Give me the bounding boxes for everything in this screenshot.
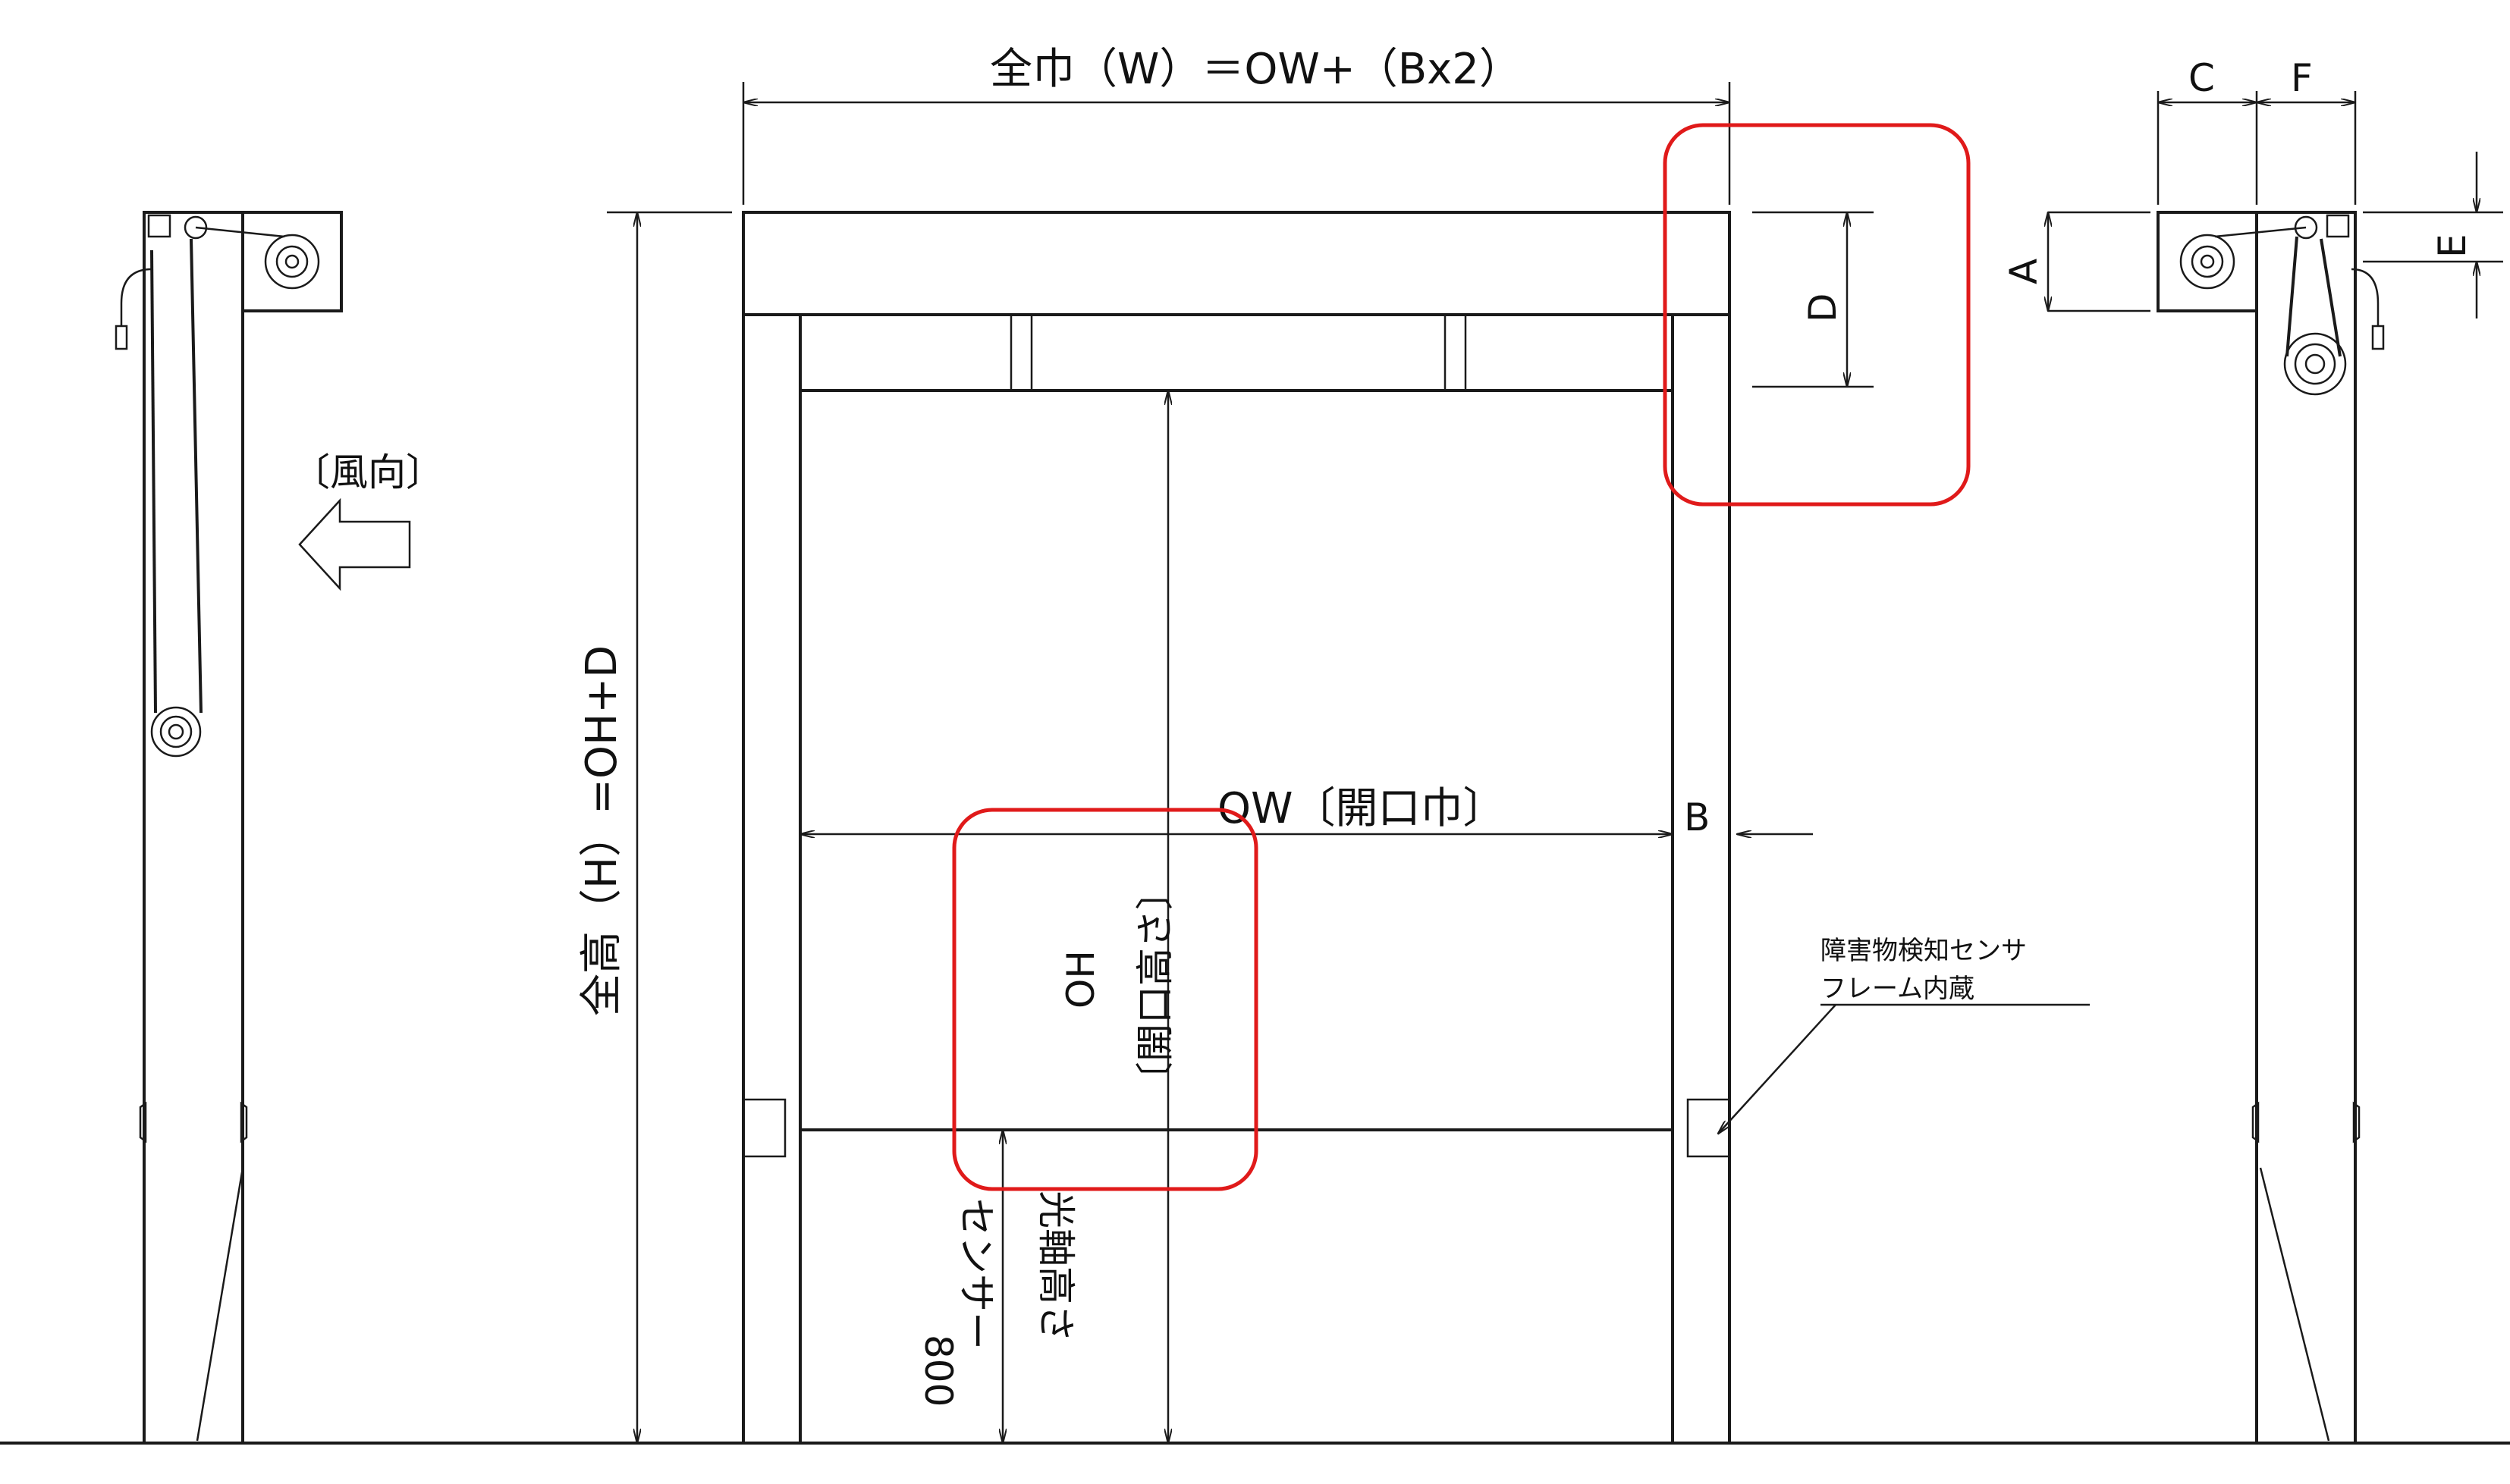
dim-f-label: F: [2291, 56, 2313, 100]
dim-c-label: C: [2188, 56, 2215, 100]
opening-width-label: OW〔開口巾〕: [1217, 784, 1505, 833]
dim-d-label: D: [1801, 293, 1845, 322]
sensor-height-value: 800: [916, 1335, 960, 1407]
obstacle-sensor-label-2: フレーム内蔵: [1820, 974, 1974, 1004]
right-side-view: [2157, 211, 2385, 1445]
sensor-axis-height-label: 光軸高さ: [1034, 1191, 1078, 1342]
sensor-label: センサー: [954, 1198, 998, 1350]
total-height-label: 全高（H）=OH+D: [577, 645, 627, 1016]
dim-e-label: E: [2430, 234, 2474, 258]
total-width-label: 全巾（W）＝OW+（Bx2）: [990, 45, 1522, 94]
left-side-view: [115, 211, 343, 1445]
dim-a-label: A: [2002, 259, 2046, 284]
opening-height-sublabel: 〔開口高さ〕: [1133, 872, 1177, 1100]
opening-height-label: OH: [1059, 950, 1103, 1009]
highlight-box-header: [1663, 123, 1971, 507]
wind-direction-label: 〔風向〕: [292, 450, 444, 494]
wind-arrow-icon: [298, 497, 411, 591]
obstacle-sensor-label-1: 障害物検知センサ: [1820, 936, 2027, 966]
dim-b-label: B: [1684, 795, 1710, 839]
highlight-box-opening-height: [952, 808, 1258, 1191]
front-view-frame: [742, 211, 1731, 1445]
